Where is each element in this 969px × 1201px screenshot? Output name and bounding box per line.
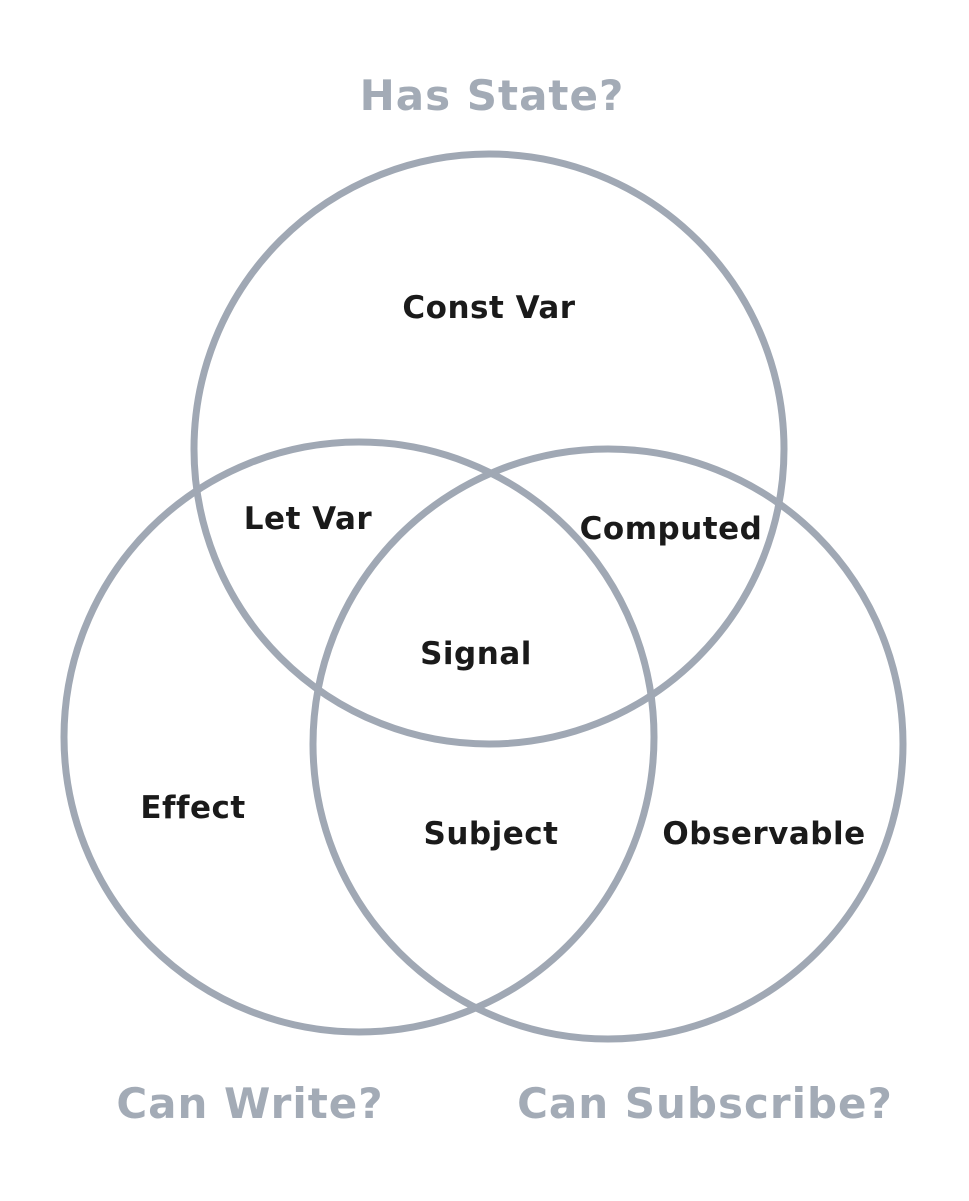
can-write-circle [60, 438, 658, 1036]
has-state-circle [190, 150, 788, 748]
let-var-label: Let Var [244, 501, 373, 537]
can-subscribe-circle [309, 445, 907, 1043]
const-var-label: Const Var [402, 290, 575, 326]
can-write-title: Can Write? [116, 1079, 383, 1128]
subject-label: Subject [424, 816, 559, 852]
can-subscribe-title: Can Subscribe? [517, 1079, 893, 1128]
signal-label: Signal [420, 636, 532, 672]
effect-label: Effect [140, 790, 245, 826]
observable-label: Observable [662, 816, 865, 852]
has-state-title: Has State? [360, 71, 625, 120]
computed-label: Computed [580, 511, 763, 547]
